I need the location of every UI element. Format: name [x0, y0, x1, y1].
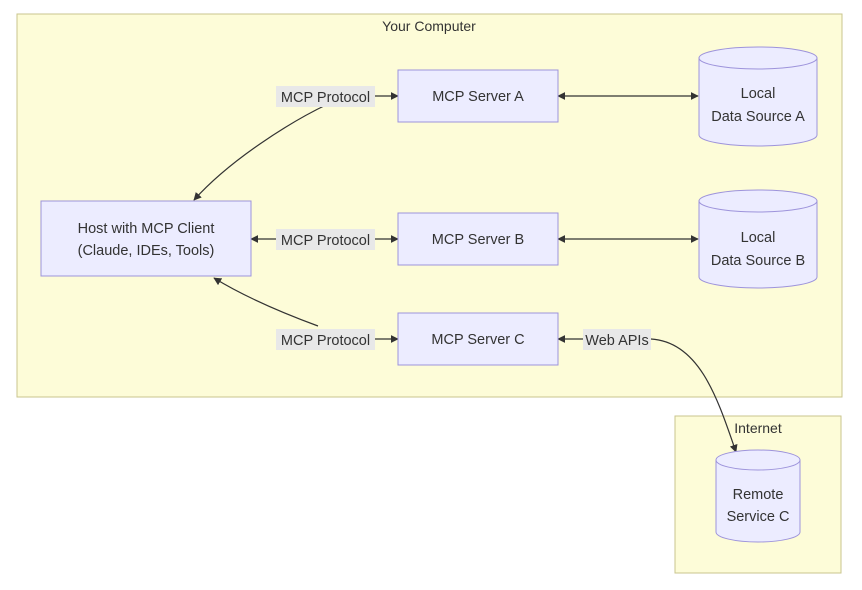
cluster-internet-label: Internet — [734, 420, 782, 436]
edge-label-mcp-protocol-a: MCP Protocol — [281, 90, 370, 106]
cylinder-b-body — [698, 201, 818, 289]
edge-server-c-to-remote: Web APIs — [557, 329, 738, 453]
edge-host-to-server-b: MCP Protocol — [250, 229, 399, 250]
cluster-internet: Internet — [674, 415, 842, 574]
cluster-your-computer-label: Your Computer — [382, 18, 476, 34]
local-data-source-b[interactable]: Local Data Source B — [698, 189, 818, 289]
edge-label-web-apis: Web APIs — [585, 333, 648, 349]
server-b-label: MCP Server B — [432, 232, 524, 248]
edge-line-host-server-c — [213, 277, 319, 327]
edge-line-web-apis-right — [650, 338, 738, 453]
cylinder-a-top — [698, 46, 818, 70]
edge-host-to-server-a: MCP Protocol — [193, 86, 399, 201]
remote-service-c[interactable]: Remote Service C — [715, 449, 801, 543]
edge-host-to-server-c: MCP Protocol — [213, 277, 399, 350]
server-c-node[interactable]: MCP Server C — [397, 312, 559, 366]
source-b-label-line1: Local — [741, 230, 776, 246]
remote-c-label-line1: Remote — [733, 487, 784, 503]
server-b-node[interactable]: MCP Server B — [397, 212, 559, 266]
edge-label-mcp-protocol-b: MCP Protocol — [281, 233, 370, 249]
source-a-label-line1: Local — [741, 86, 776, 102]
server-a-label: MCP Server A — [432, 89, 524, 105]
source-b-label-line2: Data Source B — [711, 253, 805, 269]
edge-line-host-server-a — [193, 103, 329, 201]
server-a-node[interactable]: MCP Server A — [397, 69, 559, 123]
local-data-source-a[interactable]: Local Data Source A — [698, 46, 818, 147]
host-node-label-line2: (Claude, IDEs, Tools) — [78, 243, 215, 259]
host-node[interactable]: Host with MCP Client (Claude, IDEs, Tool… — [40, 200, 252, 277]
cylinder-c-body — [715, 460, 801, 543]
remote-c-label-line2: Service C — [727, 509, 790, 525]
cylinder-a-body — [698, 58, 818, 147]
cylinder-c-top — [715, 449, 801, 471]
host-node-label-line1: Host with MCP Client — [78, 221, 215, 237]
edge-label-mcp-protocol-c: MCP Protocol — [281, 333, 370, 349]
server-c-label: MCP Server C — [431, 332, 524, 348]
cylinder-b-top — [698, 189, 818, 213]
source-a-label-line2: Data Source A — [711, 109, 805, 125]
